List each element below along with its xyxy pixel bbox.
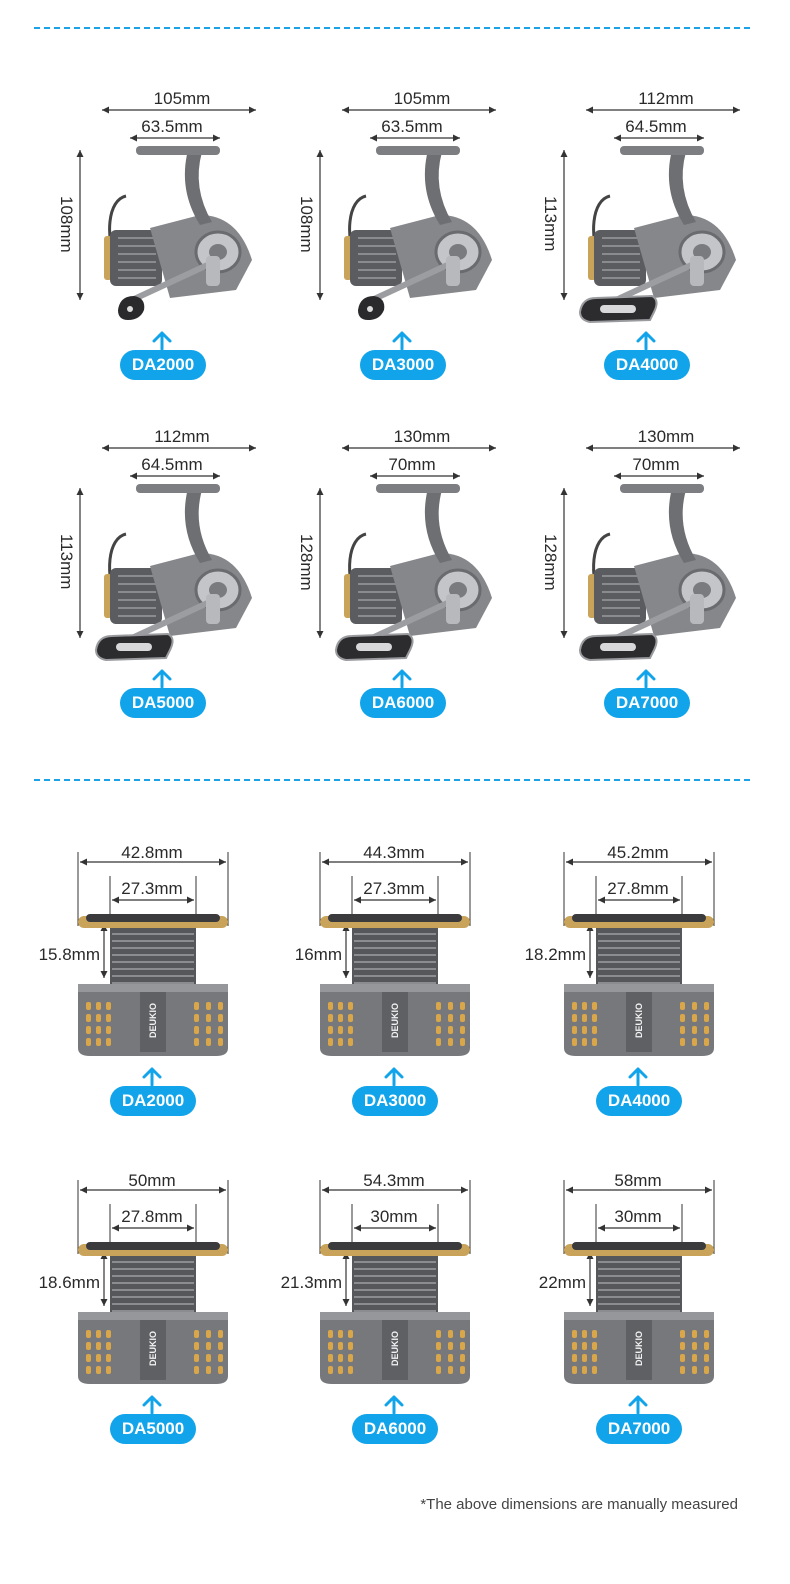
spool-illustration — [319, 1180, 471, 1384]
reel-inner-width-label: 63.5mm — [381, 117, 443, 136]
spool-inner-diameter-label: 27.3mm — [363, 879, 425, 898]
spool-illustration — [563, 1180, 715, 1384]
spool-depth-label: 16mm — [294, 945, 342, 964]
reel-width-label: 105mm — [153, 89, 211, 108]
spool-brand-label: DEUKIO — [390, 1002, 400, 1038]
up-arrow-icon — [636, 669, 656, 689]
spool-depth-label: 18.2mm — [524, 945, 586, 964]
reel-illustration — [76, 106, 256, 320]
model-badge-da7000: DA7000 — [604, 688, 690, 718]
footnote: *The above dimensions are manually measu… — [420, 1496, 738, 1513]
model-badge-da6000: DA6000 — [360, 688, 446, 718]
reel-height-label: 113mm — [57, 534, 76, 590]
reel-inner-width-label: 64.5mm — [625, 117, 687, 136]
model-badge-da5000: DA5000 — [120, 688, 206, 718]
spool-inner-diameter-label: 27.3mm — [121, 879, 183, 898]
up-arrow-icon — [392, 669, 412, 689]
model-badge-da7000: DA7000 — [596, 1414, 682, 1444]
reel-height-label: 113mm — [541, 196, 560, 252]
reel-illustration — [76, 444, 256, 662]
reel-width-label: 105mm — [393, 89, 451, 108]
spool-inner-diameter-label: 30mm — [370, 1207, 418, 1226]
up-arrow-icon — [628, 1067, 648, 1087]
spool-brand-label: DEUKIO — [634, 1330, 644, 1366]
reel-illustration — [316, 444, 496, 662]
up-arrow-icon — [392, 331, 412, 351]
reel-width-label: 130mm — [393, 427, 451, 446]
model-badge-da2000: DA2000 — [110, 1086, 196, 1116]
up-arrow-icon — [636, 331, 656, 351]
reel-inner-width-label: 63.5mm — [141, 117, 203, 136]
spool-brand-label: DEUKIO — [148, 1330, 158, 1366]
model-badge-da4000: DA4000 — [604, 350, 690, 380]
reel-height-label: 128mm — [297, 534, 316, 591]
spool-brand-label: DEUKIO — [634, 1002, 644, 1038]
divider-top — [34, 27, 750, 29]
reel-width-label: 112mm — [638, 89, 694, 108]
model-badge-da5000: DA5000 — [110, 1414, 196, 1444]
reel-height-label: 108mm — [297, 196, 316, 253]
reel-inner-width-label: 70mm — [632, 455, 680, 474]
reel-illustration — [560, 444, 740, 662]
reel-illustration — [560, 106, 740, 324]
spool-inner-diameter-label: 27.8mm — [121, 1207, 183, 1226]
spool-depth-label: 15.8mm — [38, 945, 100, 964]
spool-illustration — [319, 852, 471, 1056]
spool-outer-diameter-label: 54.3mm — [363, 1171, 425, 1190]
divider-middle — [34, 779, 750, 781]
reel-width-label: 130mm — [637, 427, 695, 446]
model-badge-da2000: DA2000 — [120, 350, 206, 380]
up-arrow-icon — [384, 1067, 404, 1087]
reel-illustration — [316, 106, 496, 320]
spool-outer-diameter-label: 42.8mm — [121, 843, 183, 862]
model-badge-da4000: DA4000 — [596, 1086, 682, 1116]
spool-outer-diameter-label: 58mm — [614, 1171, 662, 1190]
reel-height-label: 128mm — [541, 534, 560, 591]
reel-height-label: 108mm — [57, 196, 76, 253]
up-arrow-icon — [628, 1395, 648, 1415]
spool-illustration — [77, 1180, 229, 1384]
up-arrow-icon — [152, 331, 172, 351]
model-badge-da3000: DA3000 — [352, 1086, 438, 1116]
spool-brand-label: DEUKIO — [390, 1330, 400, 1366]
up-arrow-icon — [152, 669, 172, 689]
model-badge-da3000: DA3000 — [360, 350, 446, 380]
spool-outer-diameter-label: 50mm — [128, 1171, 176, 1190]
reel-inner-width-label: 64.5mm — [141, 455, 203, 474]
reel-inner-width-label: 70mm — [388, 455, 436, 474]
reel-width-label: 112mm — [154, 427, 210, 446]
model-badge-da6000: DA6000 — [352, 1414, 438, 1444]
spool-outer-diameter-label: 44.3mm — [363, 843, 425, 862]
spool-inner-diameter-label: 27.8mm — [607, 879, 669, 898]
spool-depth-label: 21.3mm — [280, 1273, 342, 1292]
up-arrow-icon — [384, 1395, 404, 1415]
spool-brand-label: DEUKIO — [148, 1002, 158, 1038]
spool-illustration — [563, 852, 715, 1056]
spool-depth-label: 18.6mm — [38, 1273, 100, 1292]
spool-depth-label: 22mm — [538, 1273, 586, 1292]
up-arrow-icon — [142, 1395, 162, 1415]
spool-illustration — [77, 852, 229, 1056]
spool-outer-diameter-label: 45.2mm — [607, 843, 669, 862]
spool-inner-diameter-label: 30mm — [614, 1207, 662, 1226]
up-arrow-icon — [142, 1067, 162, 1087]
